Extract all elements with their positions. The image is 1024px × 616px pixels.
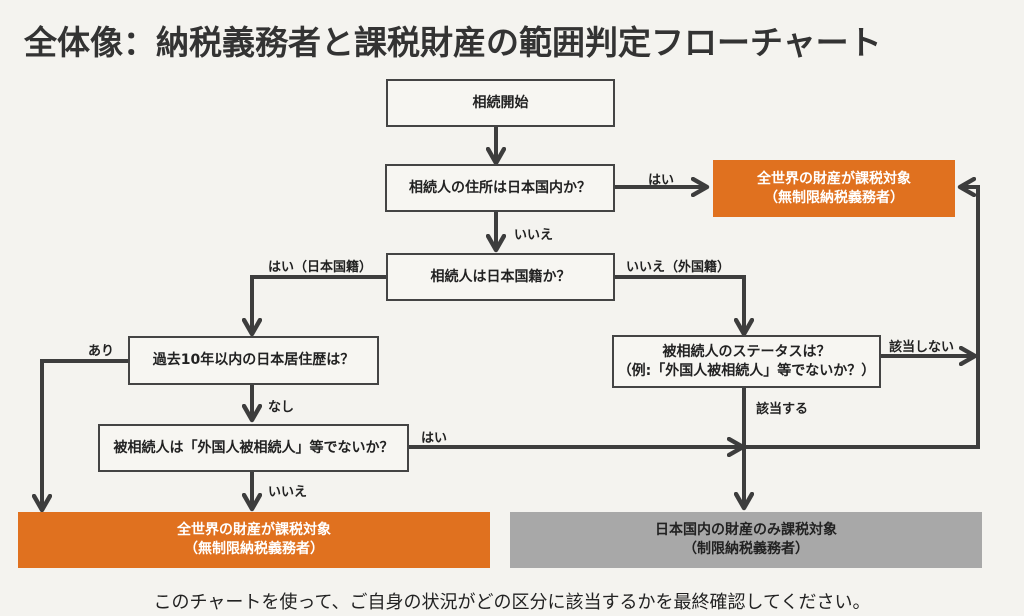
edge-label-residence-yes: あり — [88, 344, 115, 359]
address-question-label: 相続人の住所は日本国内か？ — [409, 179, 591, 196]
edge-label-status-not-applicable: 該当しない — [889, 340, 955, 355]
arrow-nationality-no — [614, 275, 744, 334]
nationality-question-node: 相続人は日本国籍か？ — [386, 253, 615, 301]
edge-label-nationality-no: いいえ（外国籍） — [626, 260, 731, 275]
edge-label-nationality-yes: はい（日本国籍） — [268, 260, 373, 275]
unlimited-result-top-line2: （無制限納税義務者） — [764, 189, 904, 206]
arrow-residence-yes — [42, 359, 129, 510]
unlimited-taxpayer-result-bottom: 全世界の財産が課税対象 （無制限納税義務者） — [18, 512, 490, 568]
edge-label-address-yes: はい — [648, 173, 675, 188]
limited-result-line2: （制限納税義務者） — [683, 541, 809, 557]
footer-note: このチャートを使って、ご自身の状況がどの区分に該当するかを最終確認してください。 — [153, 592, 871, 613]
address-question-node: 相続人の住所は日本国内か？ — [385, 164, 615, 212]
page-title: 全体像：納税義務者と課税財産の範囲判定フローチャート — [24, 23, 882, 62]
edge-label-decedent-foreign-yes: はい — [421, 431, 448, 446]
decedent-status-line1: 被相続人のステータスは？ — [662, 343, 831, 360]
residence-history-question-label: 過去10年以内の日本居住歴は？ — [152, 352, 355, 368]
decedent-status-question-node: 被相続人のステータスは？ （例:「外国人被相続人」等でないか？） — [612, 335, 881, 388]
nationality-question-label: 相続人は日本国籍か？ — [430, 268, 571, 285]
decedent-foreign-question-node: 被相続人は「外国人被相続人」等でないか？ — [98, 424, 409, 472]
unlimited-result-bottom-line1: 全世界の財産が課税対象 — [177, 522, 331, 538]
limited-taxpayer-result: 日本国内の財産のみ課税対象 （制限納税義務者） — [510, 512, 982, 568]
unlimited-result-top-line1: 全世界の財産が課税対象 — [757, 170, 911, 187]
residence-history-question-node: 過去10年以内の日本居住歴は？ — [128, 336, 379, 385]
edge-label-status-applicable: 該当する — [756, 402, 809, 417]
decedent-foreign-question-label: 被相続人は「外国人被相続人」等でないか？ — [113, 439, 394, 456]
start-node-label: 相続開始 — [472, 94, 529, 111]
edge-label-address-no: いいえ — [514, 228, 554, 243]
unlimited-result-bottom-line2: （無制限納税義務者） — [184, 541, 324, 557]
start-node: 相続開始 — [386, 79, 615, 127]
arrow-nationality-yes — [252, 275, 387, 334]
arrow-loop-to-top-result — [744, 187, 980, 449]
edge-label-decedent-foreign-no: いいえ — [268, 485, 308, 500]
edge-label-residence-no: なし — [268, 400, 295, 415]
decedent-status-line2: （例:「外国人被相続人」等でないか？） — [617, 362, 876, 379]
limited-result-line1: 日本国内の財産のみ課税対象 — [655, 522, 837, 538]
unlimited-taxpayer-result-top: 全世界の財産が課税対象 （無制限納税義務者） — [713, 160, 955, 217]
